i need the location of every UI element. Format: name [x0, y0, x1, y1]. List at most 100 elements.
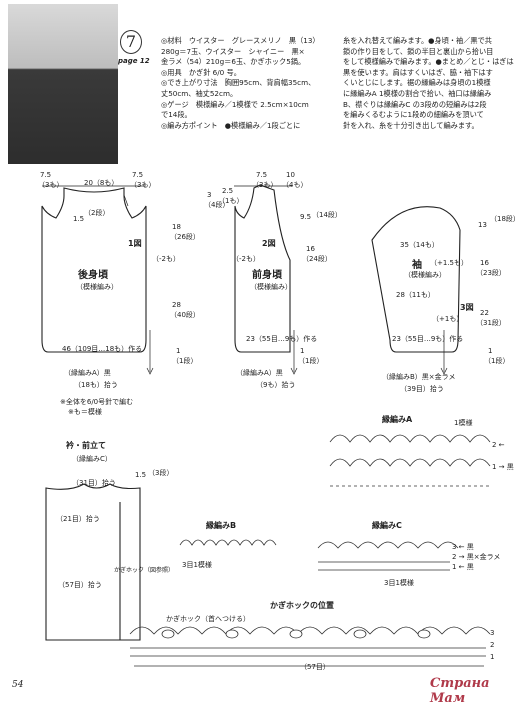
sleeve-chain: 23（55目…9も）作る [392, 335, 464, 343]
sleeve-lower: 22 [480, 309, 489, 317]
back-armhole-rows: （26段） [170, 233, 200, 241]
front-neck-rows: （14段） [312, 211, 342, 219]
back-edging: （縁編みA）黒 [64, 369, 111, 377]
instruction-line: をして模様編みで編みます。●まとめ／とじ・はぎは [343, 57, 514, 67]
front-top-b: 10 [286, 171, 295, 179]
materials-line: 280g＝7玉、ウイスター シャイニー 黒× [161, 46, 305, 56]
collar-front-pick: （57目）拾う [58, 581, 102, 589]
edging-c-title: 縁編みC [372, 521, 402, 530]
materials-line: ◎でき上がり寸法 胸囲95cm、背肩幅35cm、 [161, 78, 316, 88]
materials-line: 金ラメ（54）210g＝6玉、かぎホック5鍋。 [161, 57, 306, 67]
front-shoulder: 3 [207, 191, 212, 199]
hooks-row: 1 [490, 653, 495, 661]
sleeve-mid: 28（11も） [396, 291, 435, 299]
materials-line: 丈50cm、袖丈52cm。 [161, 88, 238, 98]
front-shoulder-rows: （4段） [204, 201, 230, 209]
front-top-a-sts: （3も） [252, 181, 278, 189]
sleeve-inc-2: （+1も） [432, 315, 464, 323]
instruction-line: 鎖の作り目をして、鎖の半目と裏山から拾い目 [343, 46, 494, 56]
sleeve-title: 袖 [412, 260, 422, 271]
edging-b-chart [179, 539, 277, 546]
sleeve-upper: 16 [480, 259, 489, 267]
model-photo [8, 4, 118, 164]
sleeve-figure-number: 3図 [460, 303, 474, 312]
front-hem: 1 [300, 347, 305, 355]
back-top-right-sts: （3も） [130, 181, 156, 189]
instructions-block: 糸を入れ替えて編みます。●身頃・袖／黒で共 鎖の作り目をして、鎖の半目と裏山から… [343, 36, 515, 131]
collar-top-rows: （3段） [148, 469, 174, 477]
collar-outline [45, 483, 141, 641]
sleeve-cuff: 1 [488, 347, 493, 355]
sleeve-top: 35（14も） [400, 241, 439, 249]
hooks-row: 3 [490, 629, 495, 637]
materials-line: ◎用具 かぎ針 6/0 号。 [161, 67, 241, 77]
edging-c-row: 3 ← 黒 [452, 543, 474, 551]
sleeve-cuff-rows: （1段） [484, 357, 510, 365]
front-edging: （縁編みA）黒 [236, 369, 283, 377]
page-number: 54 [12, 680, 24, 690]
collar-side-pick: （21目）拾う [56, 515, 100, 523]
front-side: 16 [306, 245, 315, 253]
back-note-1: ※全体を6/0号針で編む [60, 398, 134, 406]
back-body-rows: （40段） [170, 311, 200, 319]
back-title: 後身頃 [78, 270, 108, 281]
edging-a-chart [329, 434, 491, 443]
sleeve-cap-rows: （18段） [490, 215, 519, 223]
back-body: 28 [172, 301, 181, 309]
edging-c-row: 2 → 黒×金ラメ [452, 553, 501, 561]
edging-c-row: 1 ← 黒 [452, 563, 474, 571]
edging-a-row: 1 → 黒 [492, 463, 514, 471]
front-top-a: 7.5 [256, 171, 268, 179]
edging-a-title: 縁編みA [382, 415, 413, 424]
back-neck: 1.5 [73, 215, 85, 223]
front-side-rows: （24段） [302, 255, 332, 263]
instruction-line: に縁編みA 1模様の割合で拾い、袖口は縁編み [343, 88, 492, 98]
back-dec: （-2も） [152, 255, 180, 263]
back-note-2: ※も＝模様 [68, 408, 102, 416]
instruction-line: B、襟ぐりは縁編みC の3段めの短編みは2段 [343, 99, 487, 109]
materials-line: ◎編み方ポイント ●模様編み／1段ごとに [161, 120, 301, 130]
materials-line: ◎ゲージ 模様編み／1模様で 2.5cm×10cm [161, 99, 309, 109]
front-chain: 23（55目…9も）作る [246, 335, 318, 343]
edging-b-unit: 3目1模様 [182, 561, 212, 569]
front-hem-rows: （1段） [298, 357, 324, 365]
materials-line: ◎材料 ウイスター グレースメリノ 黒（13） [161, 36, 320, 45]
sleeve-inc-1: （+1.5も） [430, 259, 468, 267]
front-title: 前身頃 [252, 270, 282, 281]
back-body-outline [41, 187, 147, 353]
front-dec: （-2も） [232, 255, 260, 263]
watermark-logo: Страна Мам [430, 676, 490, 706]
front-top-c: 2.5 [222, 187, 234, 195]
instruction-line: 針を入れ、糸を十分引き出して編みます。 [343, 120, 479, 130]
edging-a-row: 2 ← [492, 441, 505, 449]
front-pickup: （9も）拾う [256, 381, 296, 389]
hooks-count: （57目） [300, 663, 330, 671]
edging-a-unit: 1模様 [454, 419, 473, 427]
sleeve-cap: 13 [478, 221, 487, 229]
instruction-line: を編みくるむように1段めの細編みを頂いて [343, 110, 484, 120]
edging-b-title: 縁編みB [206, 521, 237, 530]
hooks-row: 2 [490, 641, 495, 649]
back-pickup: （18も）拾う [74, 381, 118, 389]
hooks-title: かぎホックの位置 [270, 601, 334, 610]
sleeve-outline [371, 206, 461, 353]
collar-title: 衿・前立て [66, 441, 106, 450]
materials-block: ◎材料 ウイスター グレースメリノ 黒（13） 280g＝7玉、ウイスター シャ… [161, 36, 341, 131]
front-top-b-sts: （4も） [282, 181, 308, 189]
sleeve-lower-rows: （31段） [476, 319, 506, 327]
hooks-label: かぎホック（首へつける） [166, 615, 250, 623]
back-pattern: （模様編み） [76, 283, 118, 291]
back-top-mid: 20（8も） [84, 179, 119, 187]
materials-line: で14段。 [161, 110, 192, 120]
back-top-right: 7.5 [132, 171, 144, 179]
back-top-left-sts: （3も） [38, 181, 64, 189]
back-armhole: 18 [172, 223, 181, 231]
back-figure-number: 1図 [128, 239, 142, 248]
back-neck-rows: （2段） [84, 209, 110, 217]
front-pattern: （模様編み） [250, 283, 292, 291]
back-chain: 46（109目…18も）作る [62, 345, 143, 353]
back-hem: 1 [176, 347, 181, 355]
edging-c-unit: 3目1模様 [384, 579, 414, 587]
instruction-line: くいとじにします。裾の縁編みは身頃の1模様 [343, 78, 491, 88]
